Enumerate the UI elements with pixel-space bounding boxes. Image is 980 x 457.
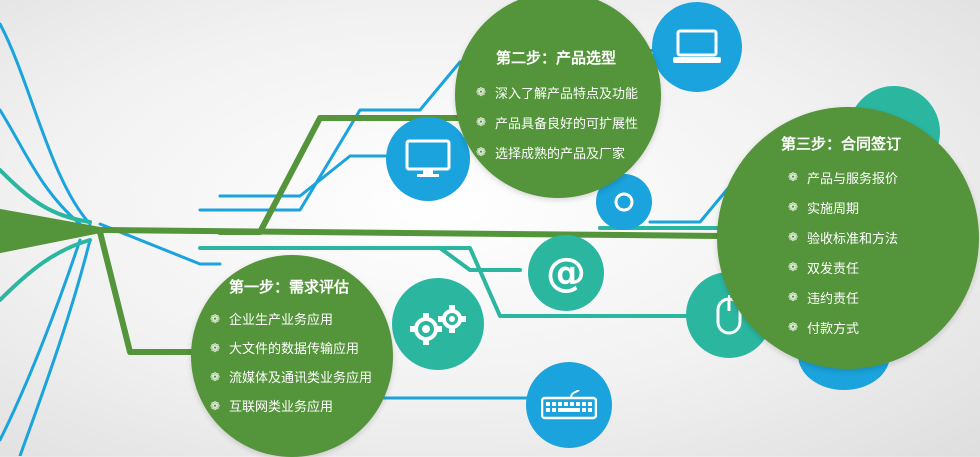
flower-bullet-icon: ❁ bbox=[475, 85, 487, 99]
flower-bullet-icon: ❁ bbox=[209, 369, 221, 384]
step-2-title: 第二步：产品选型 bbox=[496, 49, 617, 67]
gear-icon-circle bbox=[392, 278, 484, 370]
flower-bullet-icon: ❁ bbox=[209, 398, 221, 413]
blue-line-left-mid bbox=[0, 108, 82, 226]
list-item: ❁ 大文件的数据传输应用 bbox=[207, 333, 372, 362]
teal-line-at bbox=[198, 246, 522, 272]
mouse-icon bbox=[716, 295, 742, 335]
laptop-icon bbox=[673, 29, 721, 63]
list-item: ❁ 产品与服务报价 bbox=[785, 162, 898, 192]
list-item: ❁ 选择成熟的产品及厂家 bbox=[473, 137, 638, 167]
list-item: ❁ 流媒体及通讯类业务应用 bbox=[207, 362, 372, 391]
info-icon bbox=[614, 192, 634, 212]
flower-bullet-icon: ❁ bbox=[787, 230, 799, 244]
flower-bullet-icon: ❁ bbox=[475, 115, 487, 129]
flower-bullet-icon: ❁ bbox=[787, 200, 799, 214]
blue-line-monitor bbox=[218, 154, 422, 198]
list-item: ❁ 深入了解产品特点及功能 bbox=[473, 77, 638, 107]
keyboard-icon bbox=[541, 390, 597, 420]
flower-bullet-icon: ❁ bbox=[787, 290, 799, 304]
blue-line-left-top bbox=[0, 22, 92, 226]
step-3-circle: 第三步：合同签订 ❁ 产品与服务报价 ❁ 实施周期 ❁ 验收标准和方法 ❁ 双发… bbox=[717, 107, 979, 369]
list-item: ❁ 双发责任 bbox=[785, 252, 898, 282]
flower-bullet-icon: ❁ bbox=[787, 260, 799, 274]
step-1-list: ❁ 企业生产业务应用 ❁ 大文件的数据传输应用 ❁ 流媒体及通讯类业务应用 ❁ … bbox=[207, 304, 372, 420]
green-arrow-tail bbox=[0, 209, 103, 253]
step-3-list: ❁ 产品与服务报价 ❁ 实施周期 ❁ 验收标准和方法 ❁ 双发责任 ❁ 违约责任… bbox=[785, 162, 898, 342]
list-item: ❁ 企业生产业务应用 bbox=[207, 304, 372, 333]
list-item: ❁ 产品具备良好的可扩展性 bbox=[473, 107, 638, 137]
step-2-list: ❁ 深入了解产品特点及功能 ❁ 产品具备良好的可扩展性 ❁ 选择成熟的产品及厂家 bbox=[473, 77, 638, 167]
monitor-icon-circle bbox=[386, 117, 470, 201]
flower-bullet-icon: ❁ bbox=[475, 145, 487, 159]
gear-icon bbox=[410, 305, 466, 345]
list-item: ❁ 互联网类业务应用 bbox=[207, 391, 372, 420]
at-icon-circle: @ bbox=[528, 235, 604, 311]
green-line-upper bbox=[217, 115, 463, 235]
list-item: ❁ 违约责任 bbox=[785, 282, 898, 312]
teal-line-left bbox=[0, 168, 92, 224]
list-item: ❁ 实施周期 bbox=[785, 192, 898, 222]
blue-line-left-bottom2 bbox=[18, 238, 92, 456]
step-1-title: 第一步：需求评估 bbox=[229, 278, 350, 296]
keyboard-icon-circle bbox=[526, 362, 612, 448]
list-item: ❁ 付款方式 bbox=[785, 312, 898, 342]
laptop-icon-circle bbox=[652, 2, 742, 92]
step-1-circle: 第一步：需求评估 ❁ 企业生产业务应用 ❁ 大文件的数据传输应用 ❁ 流媒体及通… bbox=[191, 255, 393, 457]
blue-line-lower bbox=[98, 222, 222, 266]
list-item: ❁ 验收标准和方法 bbox=[785, 222, 898, 252]
at-icon: @ bbox=[546, 250, 586, 296]
step-2-circle: 第二步：产品选型 ❁ 深入了解产品特点及功能 ❁ 产品具备良好的可扩展性 ❁ 选… bbox=[455, 0, 661, 198]
flower-bullet-icon: ❁ bbox=[787, 320, 799, 334]
flower-bullet-icon: ❁ bbox=[787, 170, 799, 184]
flower-bullet-icon: ❁ bbox=[209, 340, 221, 355]
step-3-title: 第三步：合同签订 bbox=[781, 135, 902, 153]
monitor-icon bbox=[405, 139, 451, 177]
flower-bullet-icon: ❁ bbox=[209, 311, 221, 326]
teal-line-left-low bbox=[0, 238, 92, 302]
blue-line-left-bottom bbox=[0, 238, 82, 442]
